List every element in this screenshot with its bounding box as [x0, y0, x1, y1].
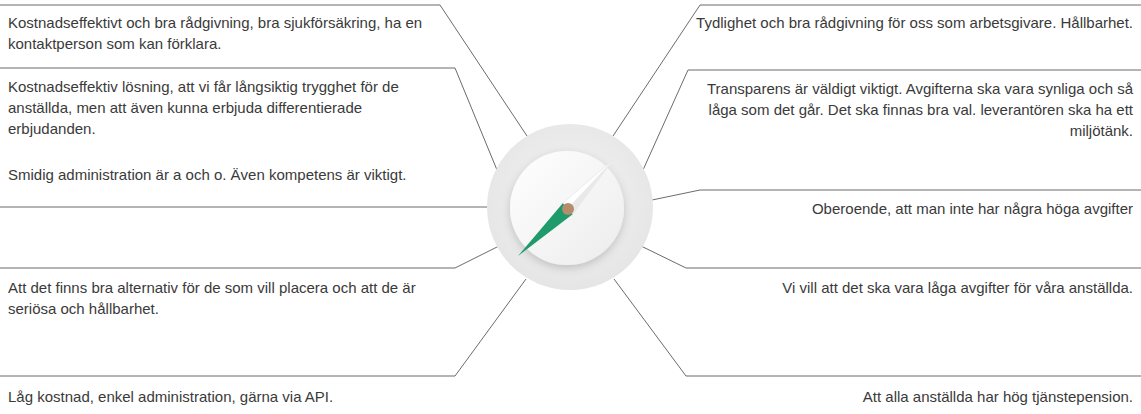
- quote-text: Smidig administration är a och o. Även k…: [8, 164, 453, 185]
- quote-text: Att alla anställda har hög tjänstepensio…: [688, 386, 1133, 407]
- leader-lines: [0, 5, 1141, 376]
- compass: [487, 124, 653, 290]
- quote-text: Kostnadseffektivt och bra rådgivning, br…: [8, 12, 453, 54]
- quote-text: Kostnadseffektiv lösning, att vi får lån…: [8, 76, 453, 139]
- quote-text: Oberoende, att man inte har några höga a…: [688, 198, 1133, 219]
- quote-text: Att det finns bra alternativ för de som …: [8, 277, 453, 319]
- quote-text: Transparens är väldigt viktigt. Avgifter…: [688, 78, 1133, 141]
- quote-text: Tydlighet och bra rådgivning för oss som…: [688, 12, 1133, 33]
- quote-text: Vi vill att det ska vara låga avgifter f…: [688, 277, 1133, 298]
- quote-text: Låg kostnad, enkel administration, gärna…: [8, 386, 453, 407]
